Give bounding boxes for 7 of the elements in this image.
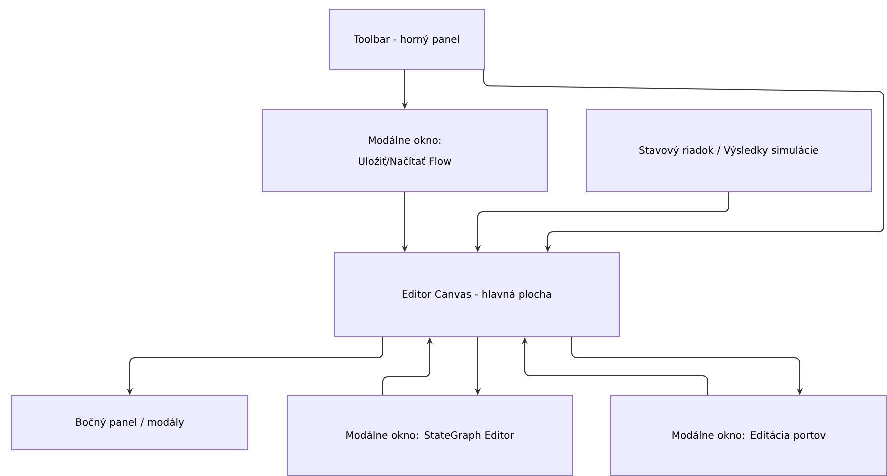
process-box: Modálne okno: Editácia portov [610, 396, 887, 476]
process-box: Editor Canvas - hlavná plocha [334, 252, 620, 338]
process-box: Bočný panel / modály [12, 396, 248, 450]
process-box: Modálne okno: StateGraph Editor [287, 396, 573, 476]
process-box: Stavový riadok / Výsledky simulácie [586, 110, 872, 192]
process-box: Modálne okno: Uložiť/Načítať Flow [262, 110, 548, 192]
process-box: Toolbar - horný panel [329, 10, 485, 70]
